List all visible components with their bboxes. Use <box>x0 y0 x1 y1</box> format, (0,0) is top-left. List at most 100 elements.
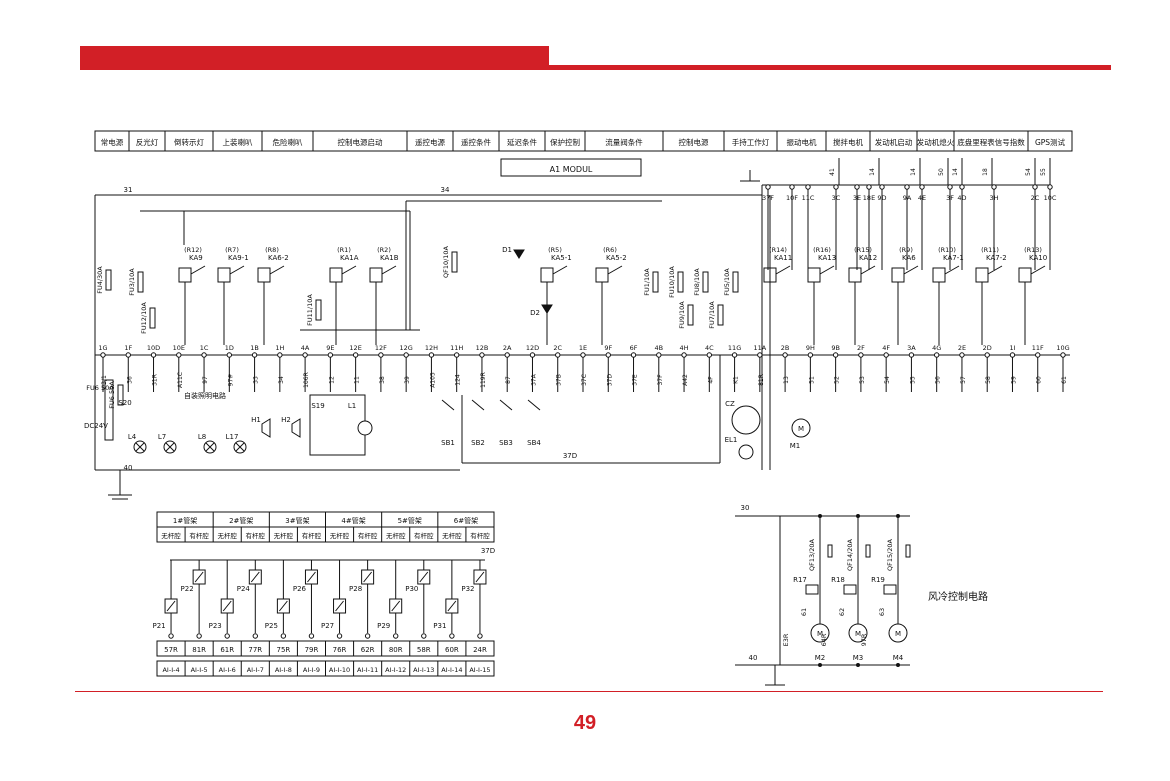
valve-coil-p25 <box>276 598 290 614</box>
page-number: 49 <box>573 712 597 734</box>
module-box: A1 MODUL <box>500 158 642 177</box>
terminal-top-12 <box>1032 184 1038 190</box>
terminal-bottom-label-16: 2A <box>503 344 512 352</box>
terminal-top-11 <box>991 184 997 190</box>
fan-breaker-label-2: QF15/20A <box>886 538 894 571</box>
terminal-bottom-label-11: 12F <box>375 344 387 352</box>
terminal-bottom-26 <box>757 352 763 358</box>
terminal-bottom-20 <box>605 352 611 358</box>
gnd-wire-label: 40 <box>124 464 133 472</box>
terminal-bottom-19 <box>580 352 586 358</box>
up-wire-label-4: 14 <box>952 168 959 176</box>
relay-coil-ka1b <box>369 267 383 283</box>
wire-number-26: 81R <box>758 374 765 386</box>
valve-coil-slash-7 <box>363 571 373 583</box>
valve-wire-11: 24R <box>473 646 487 654</box>
valve-coil-p22 <box>192 569 206 585</box>
up-wire-label-3: 50 <box>938 168 945 176</box>
lamp-cross-b-1 <box>165 442 175 452</box>
fuse-6 <box>677 271 684 293</box>
header-label-6: 遥控电源 <box>415 137 445 147</box>
junction-dot <box>896 514 900 518</box>
fan-motor-glyph-2: M <box>895 630 901 638</box>
valve-terminal-5 <box>308 633 315 639</box>
sb-label-2: SB3 <box>499 439 513 447</box>
switch-s20-label: S20 <box>118 399 131 407</box>
valve-wire-8: 80R <box>389 646 403 654</box>
header-label-16: 发动机熄火 <box>917 137 955 147</box>
relay-label-5: KA5-1 <box>551 254 572 262</box>
fan-wire-label-1: 64R <box>820 633 828 646</box>
header-label-3: 上装喇叭 <box>223 137 253 147</box>
terminal-bottom-30 <box>858 352 864 358</box>
horn-0 <box>261 418 271 438</box>
fan-relay-label-2: R19 <box>871 576 885 584</box>
fuse-5 <box>652 271 659 293</box>
wire-number-34: 57 <box>960 376 967 384</box>
relay-label-2: KA6-2 <box>268 254 289 262</box>
terminal-top-label-0: 37F <box>762 194 774 202</box>
header-label-2: 倒转示灯 <box>174 137 204 147</box>
valve-wire-7: 62R <box>361 646 375 654</box>
wire-number-33: 56 <box>935 376 942 384</box>
terminal-bottom-28 <box>807 352 814 358</box>
terminal-bottom-label-1: 1F <box>124 344 132 352</box>
wire-number-22: 37F <box>657 374 664 386</box>
wire-number-5: 97# <box>227 374 234 387</box>
junction-dot <box>856 663 860 667</box>
wire-number-30: 53 <box>859 376 866 384</box>
junction-dot <box>896 663 900 667</box>
relay-ref-7: (R14) <box>769 246 787 254</box>
relay-label-1: KA9-1 <box>228 254 249 262</box>
valve-coil-slash-1 <box>194 571 204 583</box>
up-wire-label-2: 14 <box>910 168 917 176</box>
valve-label-5: P26 <box>293 585 307 593</box>
relay-contact-0 <box>190 265 206 275</box>
terminal-top-4 <box>854 184 860 190</box>
valve-sub-3-0: 无杆腔 <box>330 531 350 540</box>
diode-d2-label: D2 <box>530 309 540 317</box>
wire-number-2: 31R <box>152 374 159 386</box>
lamp-cross-b-2 <box>205 442 215 452</box>
fan-wire-40-label: 40 <box>749 654 758 662</box>
up-wire-label-7: 55 <box>1040 168 1047 176</box>
lamp-label-1: L7 <box>158 433 166 441</box>
relay-contact-1 <box>229 265 245 275</box>
valve-label-6: P27 <box>321 622 334 630</box>
wire-37d-label: 37D <box>563 452 577 460</box>
sb-contact-2 <box>499 399 513 411</box>
header-label-17: 底盘里程表信号指数 <box>957 137 1025 147</box>
relay-coil-ka6 <box>891 267 905 283</box>
relay-contact-4 <box>381 265 397 275</box>
footer-rule <box>75 691 1103 692</box>
sb-contact-0 <box>441 399 455 411</box>
valve-coil-p23 <box>220 598 234 614</box>
terminal-bottom-5 <box>226 352 233 358</box>
fan-relay-coil-2 <box>883 584 897 595</box>
fuse-7 <box>687 304 694 326</box>
terminal-bottom-label-25: 11G <box>728 344 741 352</box>
wire-number-20: 37D <box>606 373 613 386</box>
terminal-bottom-label-6: 1B <box>250 344 259 352</box>
valve-address-9: AI-I-13 <box>413 666 434 674</box>
wire-number-15: 119R <box>480 372 487 388</box>
terminal-bottom-7 <box>277 352 283 358</box>
valve-terminal-0 <box>168 633 174 639</box>
terminal-top-8 <box>919 184 925 190</box>
battery-dc24v <box>104 379 114 441</box>
terminal-bottom-36 <box>1009 352 1016 358</box>
horn-label-0: H1 <box>251 416 261 424</box>
valve-address-6: AI-I-10 <box>329 666 350 674</box>
terminal-bottom-38 <box>1060 352 1066 358</box>
wire-number-8: 106R <box>303 372 310 388</box>
wire-number-35: 58 <box>985 376 992 384</box>
terminal-bottom-label-36: 1I <box>1009 344 1015 352</box>
valve-coil-p30 <box>417 569 431 585</box>
fan-motor-m3 <box>848 623 868 643</box>
fuse-4 <box>451 251 458 273</box>
fan-relay-coil-1 <box>843 584 857 595</box>
terminal-bottom-label-9: 9E <box>326 344 334 352</box>
terminal-top-5 <box>866 184 872 190</box>
valve-coil-slash-11 <box>475 571 485 583</box>
components <box>100 184 1066 460</box>
